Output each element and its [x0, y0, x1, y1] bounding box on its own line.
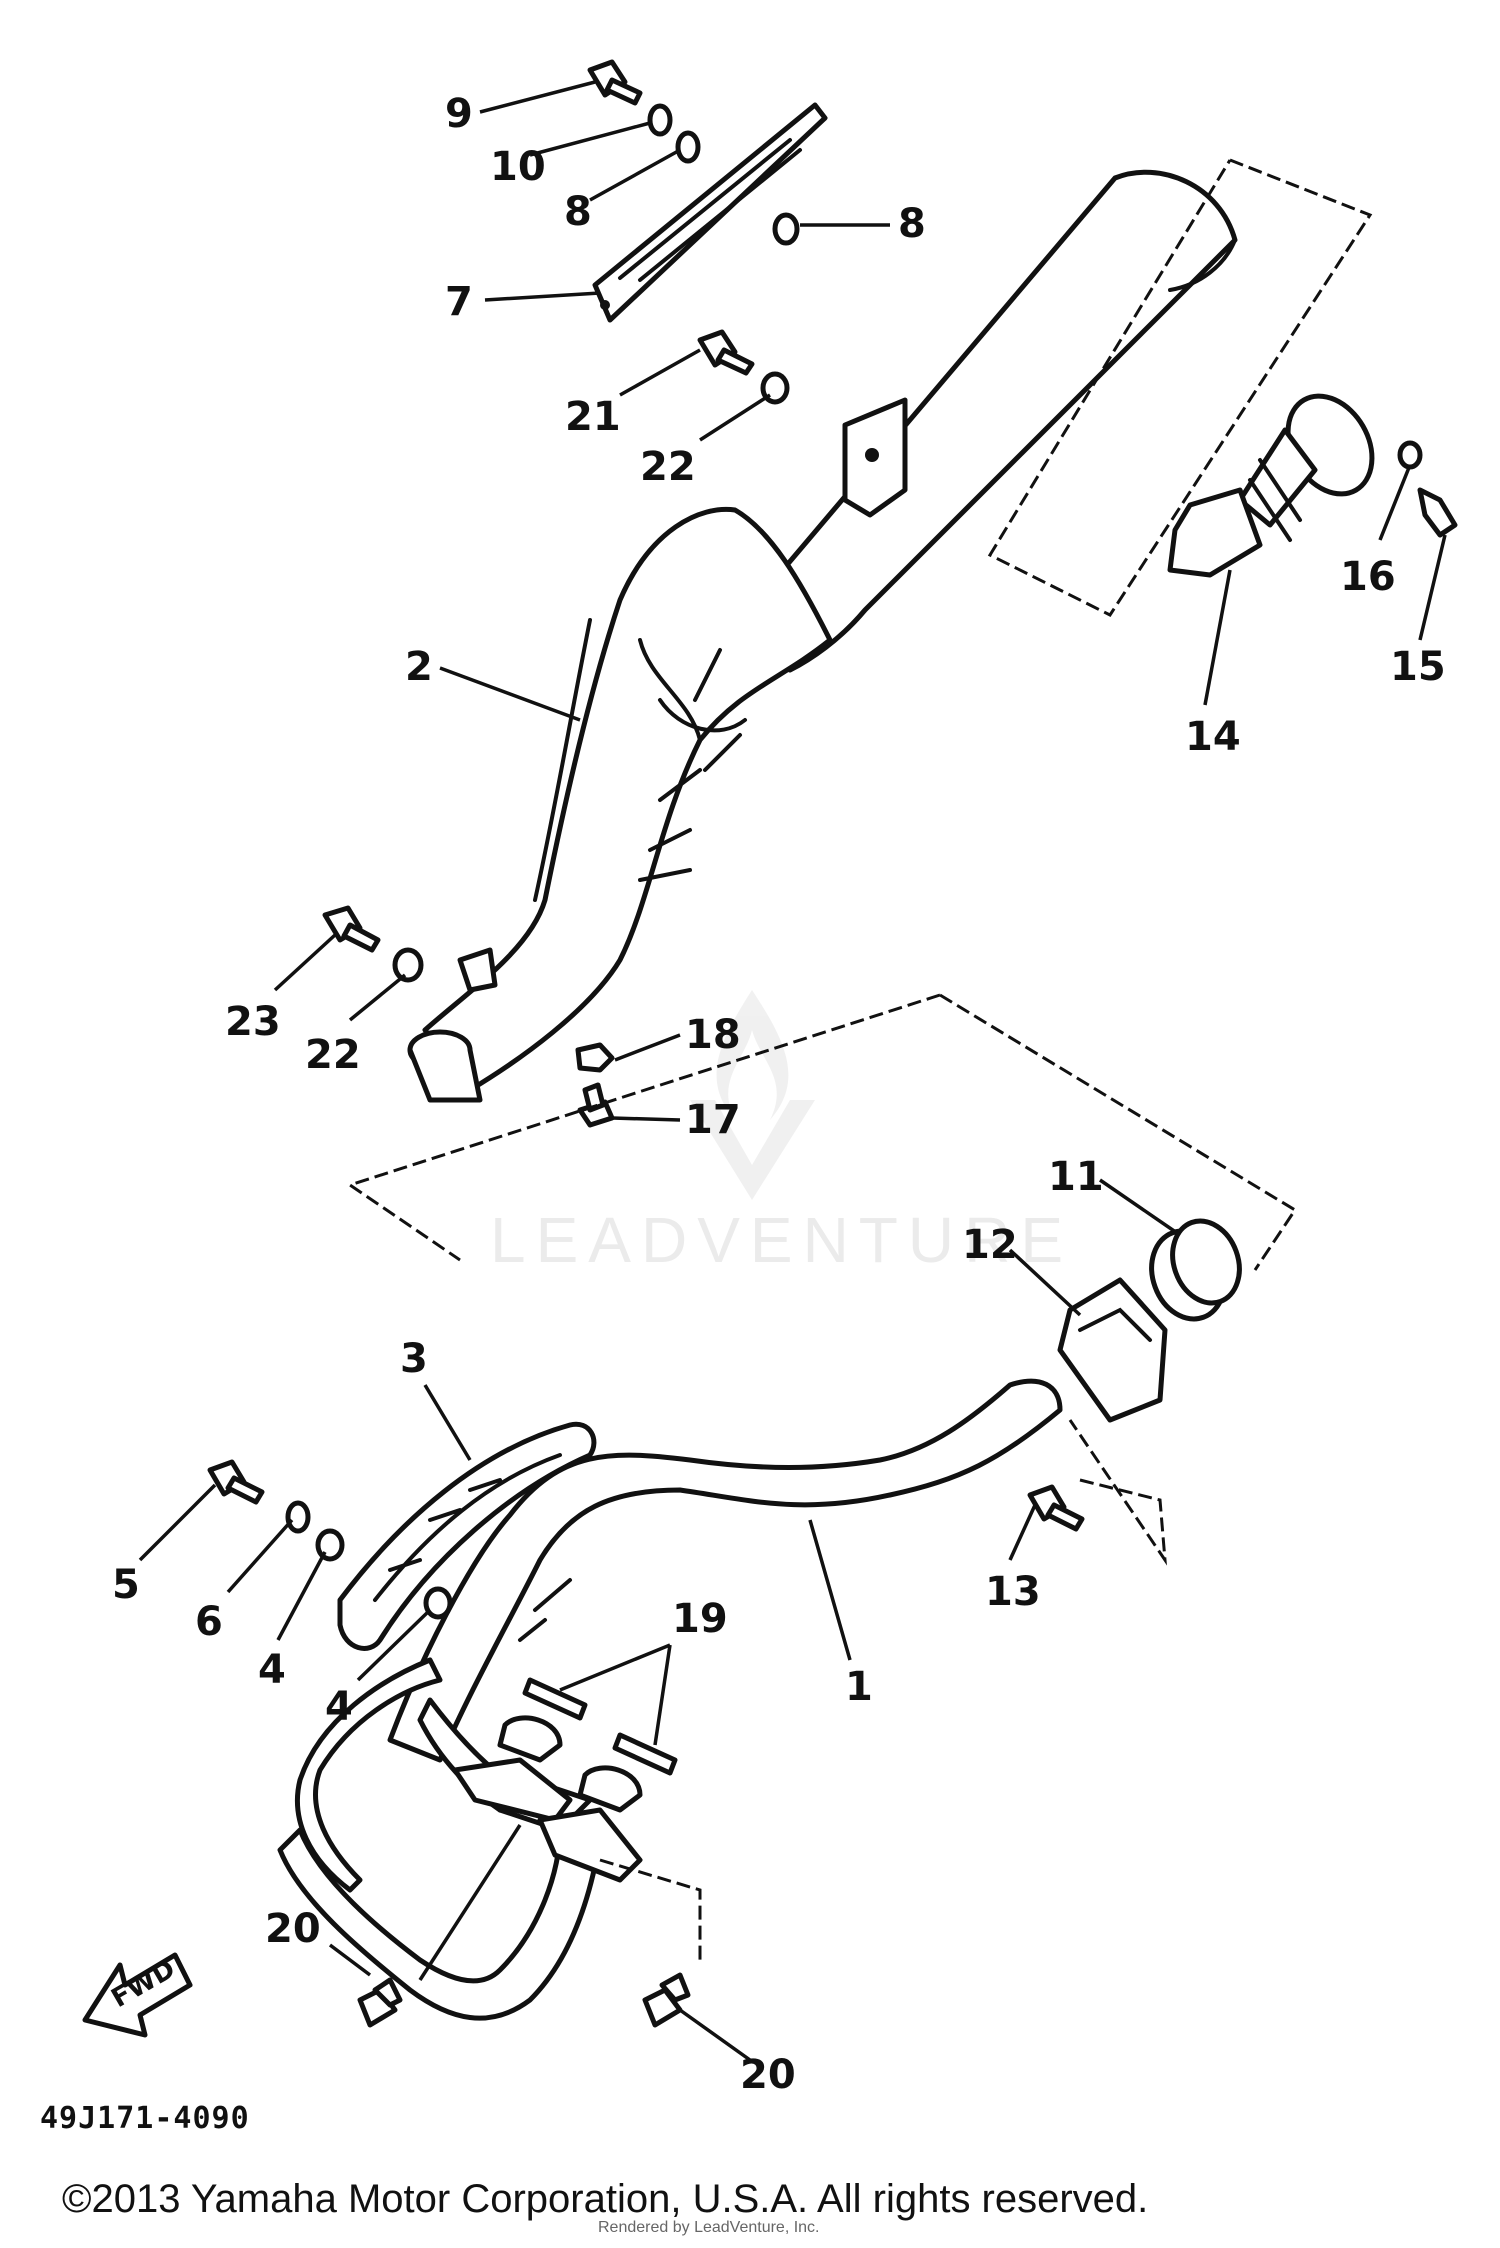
callout-22a: 22: [640, 444, 696, 490]
washer-part-16: [1397, 440, 1423, 470]
bolt-part-9: [587, 59, 643, 106]
collar-part-4b: [423, 1586, 453, 1620]
callout-3: 3: [400, 1336, 428, 1382]
gasket-part-11: [1149, 1218, 1242, 1322]
washer-part-22b: [392, 947, 424, 983]
watermark-v-icon: [690, 1100, 815, 1200]
callout-8b: 8: [898, 201, 926, 247]
callout-14: 14: [1185, 714, 1241, 760]
callout-16: 16: [1340, 554, 1396, 600]
callout-6: 6: [195, 1599, 223, 1645]
copyright-text: ©2013 Yamaha Motor Corporation, U.S.A. A…: [62, 2177, 1148, 2221]
callout-4a: 4: [258, 1647, 286, 1693]
collar-part-18: [575, 1042, 615, 1073]
callout-10: 10: [490, 144, 546, 190]
protector-part-3: [337, 1421, 597, 1651]
callout-22b: 22: [305, 1032, 361, 1078]
bolt-part-20a: [357, 1977, 403, 2028]
drawing-code: 49J171-4090: [40, 2101, 250, 2136]
gasket-part-19b: [612, 1732, 678, 1776]
screw-part-15: [1417, 487, 1458, 538]
callout-12: 12: [962, 1222, 1018, 1268]
washer-part-10: [647, 103, 673, 137]
bolt-part-20b: [642, 1972, 691, 2028]
callout-8a: 8: [564, 189, 592, 235]
callout-5: 5: [112, 1562, 140, 1608]
callout-18: 18: [685, 1012, 741, 1058]
fwd-arrow-icon: [82, 1952, 193, 2038]
callout-13: 13: [985, 1569, 1041, 1615]
forward-direction-indicator: FWD: [82, 1952, 193, 2038]
callout-15: 15: [1390, 644, 1446, 690]
callouts: 9 10 8 8 7 21 22 2 16 15 14 23 22 18 17 …: [112, 91, 1446, 2098]
callout-4b: 4: [325, 1684, 353, 1730]
watermark-text: LEADVENTURE: [490, 1204, 1073, 1276]
grommet-part-8b: [772, 212, 800, 246]
bolt-part-13: [1027, 1484, 1085, 1532]
silencer-core-part-14: [1167, 393, 1375, 578]
callout-11: 11: [1048, 1154, 1104, 1200]
leader-lines: [138, 80, 1447, 2062]
bolt-part-23: [322, 905, 381, 953]
callout-2: 2: [405, 644, 433, 690]
callout-23: 23: [225, 999, 281, 1045]
washer-part-6: [285, 1500, 311, 1534]
watermark-flame-icon: [716, 990, 789, 1120]
callout-7: 7: [445, 279, 473, 325]
protector-part-7: [592, 102, 828, 323]
watermark: LEADVENTURE: [490, 990, 1073, 1276]
callout-20b: 20: [740, 2052, 796, 2098]
bolt-part-5: [207, 1459, 265, 1505]
muffler-part-2: [407, 169, 1238, 1103]
rendered-by-text: Rendered by LeadVenture, Inc.: [598, 2219, 820, 2236]
callout-19: 19: [672, 1596, 728, 1642]
callout-9: 9: [445, 91, 473, 137]
group-boundaries: [346, 158, 1373, 1960]
gasket-part-19a: [522, 1677, 588, 1721]
exhaust-pipe-part-1: [277, 1378, 1063, 2021]
joint-part-12: [1057, 1277, 1168, 1423]
callout-1: 1: [845, 1664, 873, 1710]
callout-21: 21: [565, 394, 621, 440]
bolt-part-21: [697, 329, 755, 376]
grommet-part-8a: [675, 130, 701, 164]
callout-17: 17: [685, 1097, 741, 1143]
callout-20a: 20: [265, 1906, 321, 1952]
